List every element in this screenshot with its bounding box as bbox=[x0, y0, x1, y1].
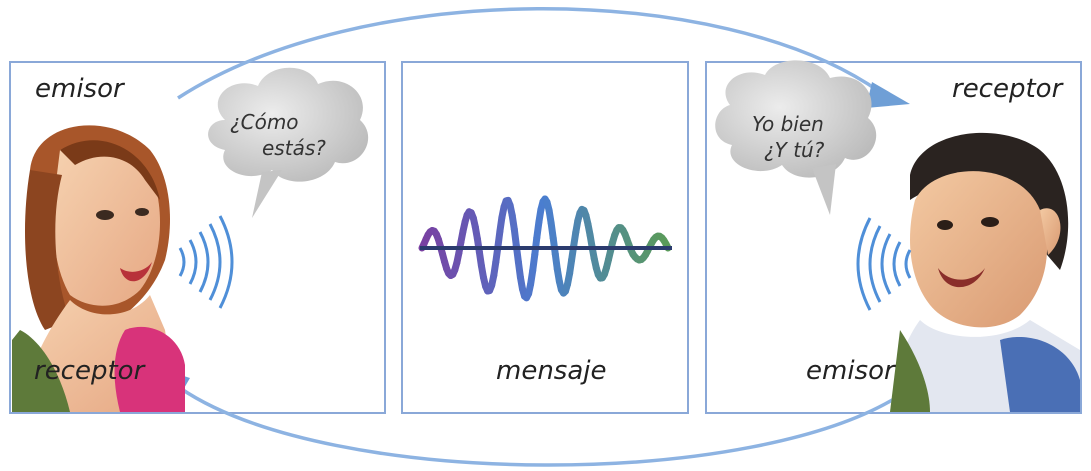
top-arrowhead bbox=[866, 82, 910, 108]
speech-bubble-right bbox=[715, 60, 877, 215]
message-wave bbox=[418, 195, 672, 302]
man-illustration bbox=[890, 132, 1080, 412]
speech-bubble-left bbox=[208, 67, 369, 218]
right-bottom-label: emisor bbox=[806, 356, 895, 386]
right-speech-line2: ¿Y tú? bbox=[764, 138, 825, 162]
sound-waves-right bbox=[856, 217, 912, 311]
top-arrow bbox=[177, 7, 882, 100]
left-bottom-label: receptor bbox=[34, 356, 145, 386]
woman-illustration bbox=[12, 125, 185, 412]
message-panel bbox=[401, 61, 689, 414]
middle-label: mensaje bbox=[496, 356, 607, 386]
left-top-label: emisor bbox=[35, 74, 124, 104]
sound-waves-left bbox=[178, 215, 234, 309]
right-speech-line1: Yo bien bbox=[752, 112, 824, 136]
left-speech-line1: ¿Cómo bbox=[230, 110, 299, 134]
right-top-label: receptor bbox=[952, 74, 1063, 104]
bottom-arrow bbox=[179, 386, 906, 467]
left-speech-line2: estás? bbox=[262, 136, 326, 160]
